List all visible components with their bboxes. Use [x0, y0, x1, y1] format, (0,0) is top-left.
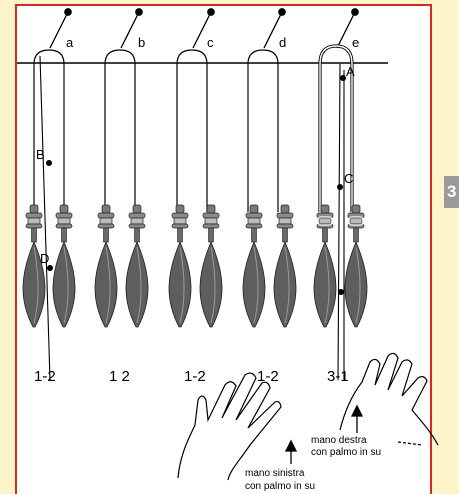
bobbins [23, 205, 367, 327]
point-markers [46, 75, 346, 295]
threads [34, 50, 278, 212]
pair-letter-c: c [207, 35, 214, 50]
page-tab-number: 3 [444, 176, 459, 208]
right-hand-line1: mano destra [311, 435, 367, 446]
pair-number-b: 1 2 [109, 368, 130, 385]
pins [50, 9, 358, 48]
left-hand-line2: con palmo in su [245, 481, 315, 492]
right-hand-line2: con palmo in su [311, 447, 381, 458]
crossing-threads [40, 56, 344, 380]
point-label-d: D [40, 251, 49, 266]
point-labels: A B C D [36, 64, 355, 266]
pair-number-d: 1-2 [257, 368, 279, 385]
pair-number-c: 1-2 [184, 368, 206, 385]
pair-letter-b: b [138, 35, 145, 50]
point-label-c: C [344, 171, 353, 186]
pair-number-a: 1-2 [34, 368, 56, 385]
pair-number-e: 3-1 [327, 368, 349, 385]
pair-numbers: 1-2 1 2 1-2 1-2 3-1 [34, 368, 349, 385]
pair-letter-d: d [279, 35, 286, 50]
hand-outlines [178, 353, 438, 480]
left-hand-line1: mano sinistra [245, 468, 305, 479]
point-label-a: A [346, 64, 355, 79]
pair-letters: a b c d e [66, 35, 359, 50]
point-label-b: B [36, 147, 45, 162]
pair-letter-e: e [352, 35, 359, 50]
pair-letter-a: a [66, 35, 74, 50]
hand-captions: mano destra con palmo in su mano sinistr… [245, 435, 381, 492]
